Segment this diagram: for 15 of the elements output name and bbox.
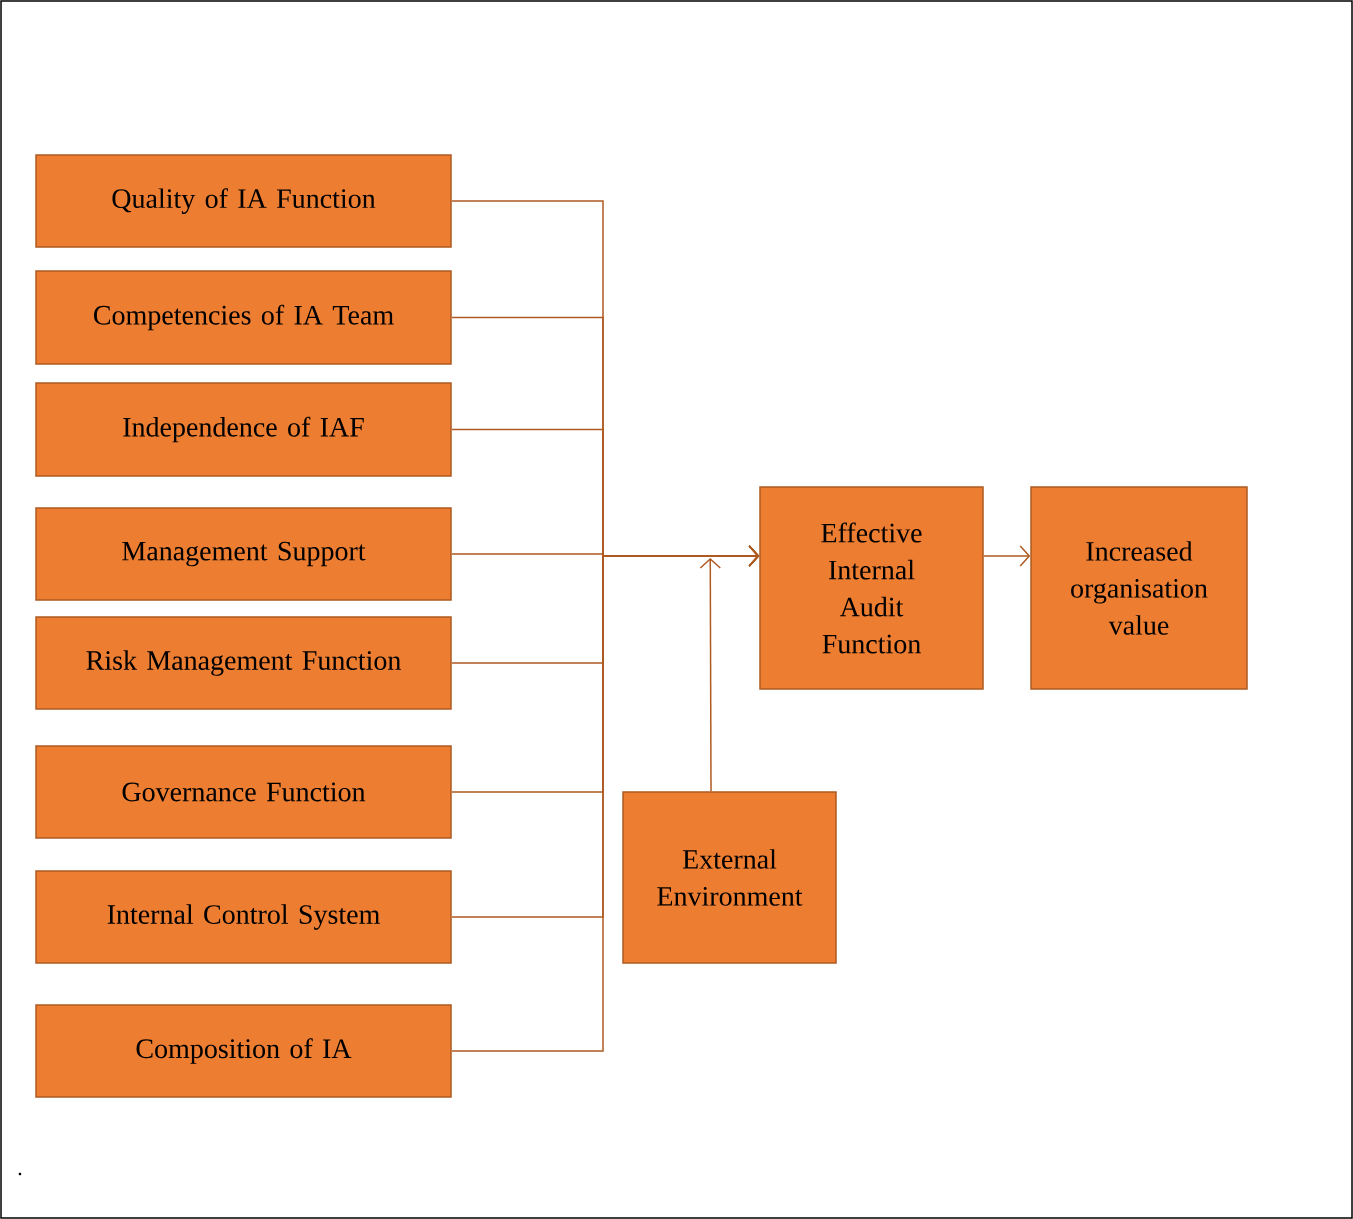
process-box: Effective Internal Audit Function (759, 486, 984, 690)
process-box: Composition of IA (35, 1004, 452, 1098)
arrow (451, 545, 760, 1052)
process-box: Increased organisation value (1030, 486, 1248, 690)
process-box: External Environment (622, 791, 837, 964)
note-text: . (18, 1172, 22, 1176)
process-box: Internal Control System (35, 870, 452, 964)
process-box: Competencies of IA Team (35, 270, 452, 365)
process-box: Governance Function (35, 745, 452, 839)
process-box: Management Support (35, 507, 452, 601)
process-box: Risk Management Function (35, 616, 452, 710)
process-box: Quality of IA Function (35, 154, 452, 248)
arrow (699, 558, 722, 792)
process-box: Independence of IAF (35, 382, 452, 477)
arrow (983, 545, 1031, 567)
